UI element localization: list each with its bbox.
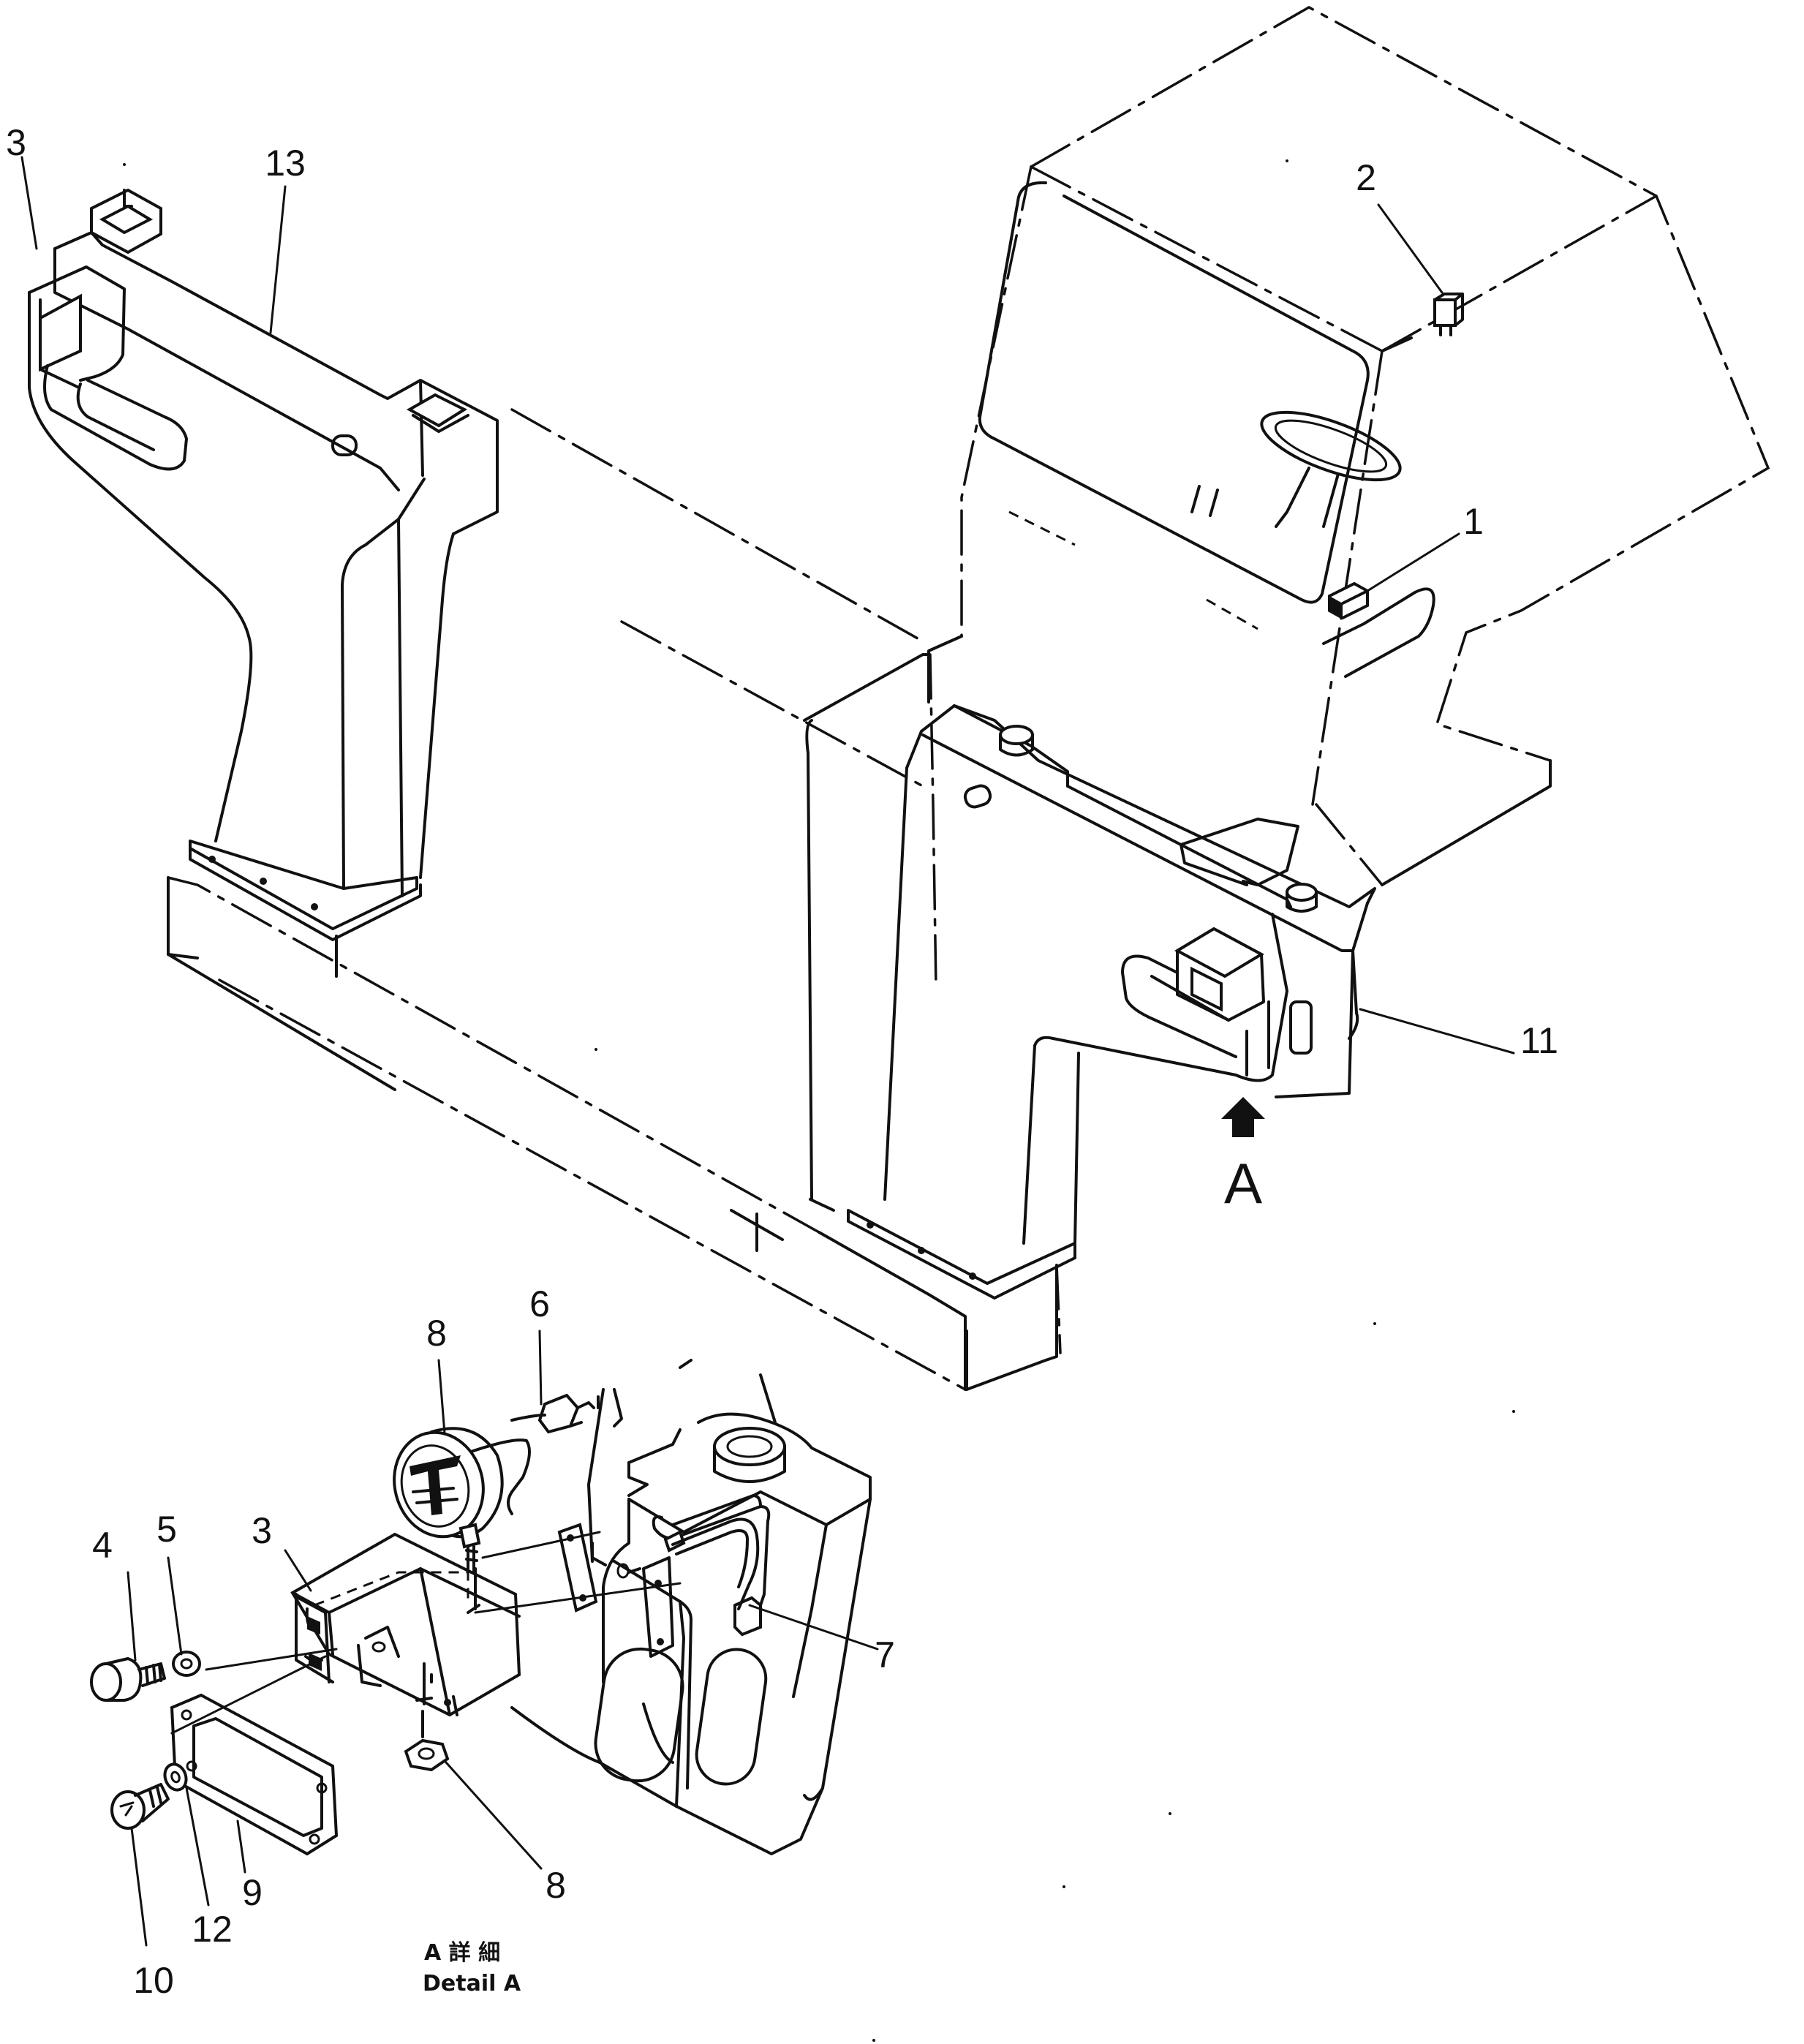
cable-part-7: [671, 1517, 760, 1610]
callout-1: 1: [1463, 501, 1484, 542]
nut-part-8: [404, 1710, 450, 1772]
detail-caption-japanese: A 詳 細: [424, 1940, 500, 1966]
machine-body: [167, 408, 1062, 1391]
callout-5: 5: [156, 1509, 177, 1550]
left-light-bracket-part-13: [28, 188, 499, 941]
washer-part-11: [163, 1762, 188, 1792]
callout-2: 2: [1356, 157, 1376, 198]
mounting-stay: [557, 1388, 641, 1613]
right-light-bracket-part-12: [847, 704, 1376, 1300]
view-arrow-label: A: [1224, 1151, 1262, 1215]
detail-caption-english: Detail A: [423, 1971, 521, 1996]
cab-outline: [927, 5, 1770, 886]
bolt-part-4: [90, 1657, 166, 1702]
lamp-cover-part-3: [290, 1532, 521, 1717]
callout-numbers: 3 13 2 1 11 6 8 7 3 4 5 9 12 10 8: [6, 122, 1558, 2001]
callout-4: 4: [92, 1525, 113, 1566]
callout-3-detail: 3: [252, 1510, 272, 1551]
steering-wheel: [1190, 410, 1402, 528]
leader-lines: [20, 156, 1515, 1947]
detail-a-housing: [510, 1359, 872, 1855]
callout-10: 10: [133, 1960, 174, 2001]
callout-9: 9: [242, 1872, 263, 1913]
callout-6: 6: [529, 1283, 550, 1324]
work-lamp-part-8: [393, 1427, 504, 1574]
callout-11: 12: [192, 1909, 233, 1950]
callout-13: 13: [265, 143, 306, 184]
screw-part-10: [110, 1783, 170, 1830]
callout-8-top: 8: [426, 1313, 447, 1354]
gasket-part-9: [170, 1693, 339, 1856]
scan-specks: [123, 159, 1515, 2042]
washer-part-5: [172, 1651, 201, 1677]
view-arrow-a: A: [1221, 1097, 1265, 1215]
wiring-harness-part-6: [459, 1393, 600, 1515]
switch-part-1: [1328, 581, 1369, 620]
callout-3-top: 3: [6, 122, 26, 163]
callout-8-bottom: 8: [546, 1865, 566, 1906]
callout-7: 7: [875, 1634, 895, 1675]
callout-12: 11: [1520, 1020, 1558, 1061]
relay-part-2: [1433, 293, 1464, 336]
detail-caption: A 詳 細 Detail A: [423, 1940, 521, 1996]
